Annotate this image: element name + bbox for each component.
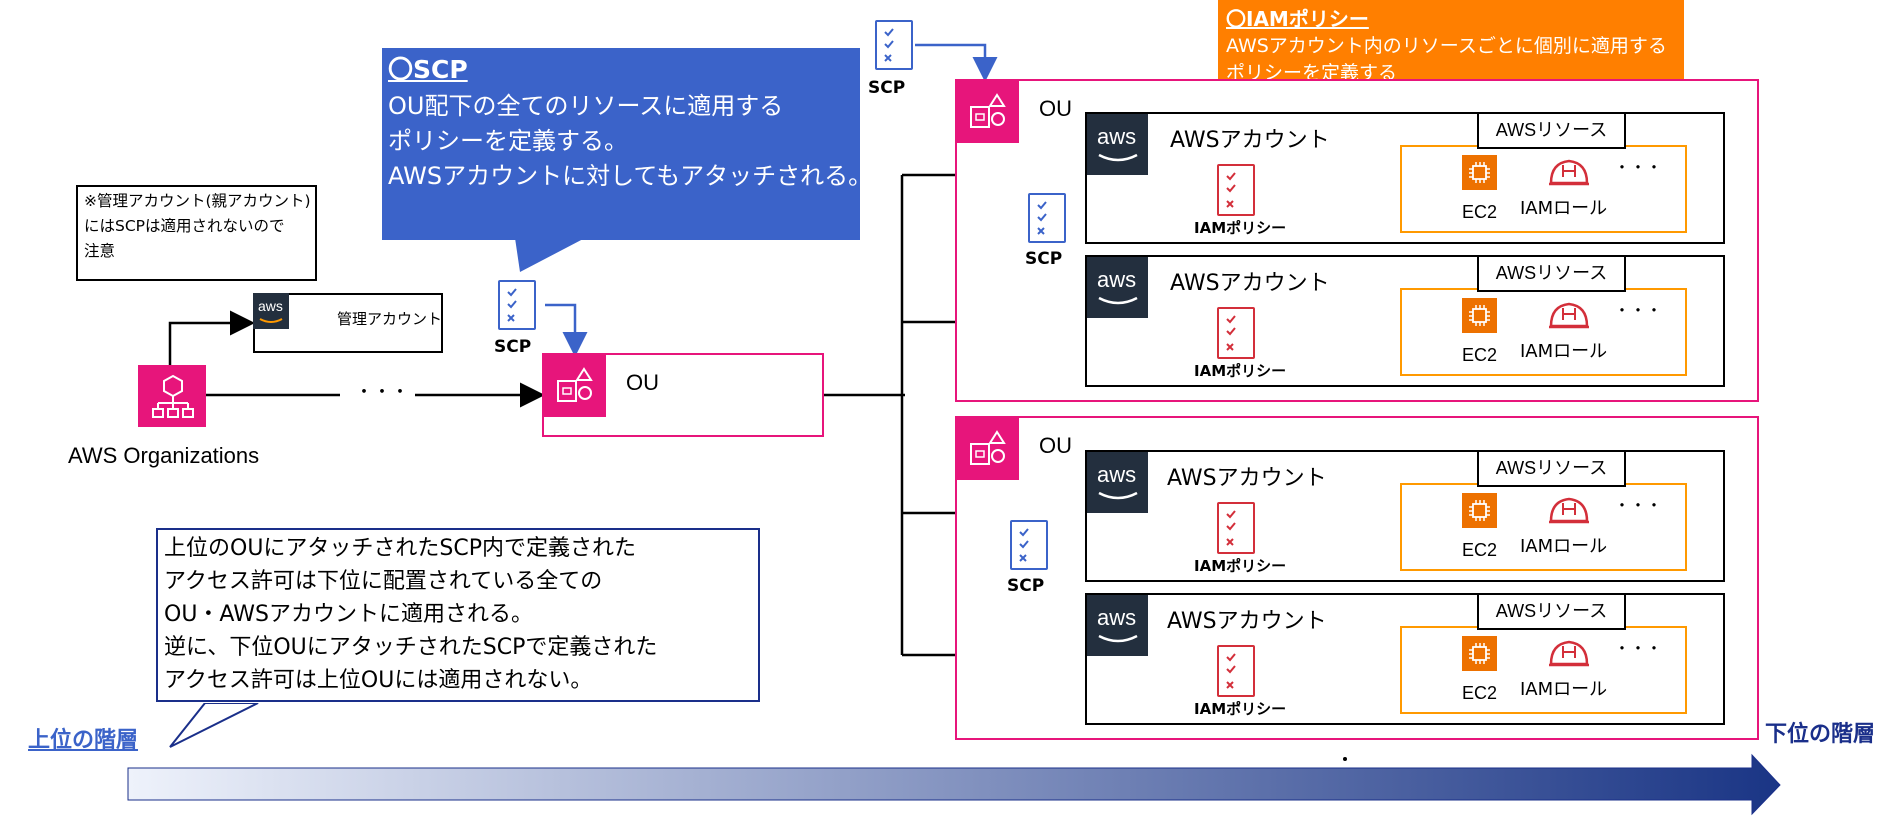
- aws-account-label: AWSアカウント: [1167, 466, 1327, 491]
- ec2-label: EC2: [1462, 683, 1498, 703]
- ou-label-left: OU: [626, 370, 659, 395]
- ec2-chip-icon: [1462, 298, 1497, 333]
- hierarchy-note-line-5: アクセス許可は上位OUには適用されない。: [164, 668, 593, 693]
- iam-policy-document-icon[interactable]: [1217, 307, 1255, 359]
- aws-resources-title: AWSリソース: [1477, 593, 1626, 630]
- iam-callout-line-2: ポリシーを定義する: [1226, 62, 1398, 84]
- scp-document-icon[interactable]: [1028, 193, 1066, 243]
- scp-callout-line-3: AWSアカウントに対してもアタッチされる。: [388, 162, 873, 190]
- aws-logo-icon: aws: [1087, 452, 1148, 513]
- scp-label-ou2: SCP: [1007, 576, 1045, 596]
- hierarchy-note-box: 上位のOUにアタッチされたSCP内で定義された アクセス許可は下位に配置されてい…: [156, 528, 760, 702]
- more-resources: ・・・: [1614, 496, 1663, 515]
- iam-policy-label: IAMポリシー: [1194, 700, 1287, 718]
- hierarchy-note-line-2: アクセス許可は下位に配置されている全ての: [164, 569, 603, 594]
- aws-resources-title: AWSリソース: [1477, 112, 1626, 149]
- scp-label-top: SCP: [868, 78, 906, 98]
- iam-policy-document-icon[interactable]: [1217, 502, 1255, 554]
- ellipsis-org-to-ou: ・・・: [355, 382, 409, 403]
- aws-logo-icon: aws: [253, 293, 289, 329]
- aws-account-box[interactable]: aws AWSアカウント IAMポリシー ・・・ EC2 IAMロール AWSリ…: [1085, 593, 1725, 725]
- iam-role-helmet-icon: [1549, 159, 1589, 186]
- scp-callout-line-2: ポリシーを定義する。: [388, 127, 628, 155]
- aws-resources-box[interactable]: ・・・ EC2 IAMロール: [1400, 483, 1687, 571]
- iam-policy-label: IAMポリシー: [1194, 219, 1287, 237]
- ou-icon: [957, 81, 1019, 143]
- aws-resources-box[interactable]: ・・・ EC2 IAMロール: [1400, 145, 1687, 233]
- aws-account-box[interactable]: aws AWSアカウント IAMポリシー ・・・ EC2 IAMロール AWSリ…: [1085, 255, 1725, 387]
- mgmt-note-bubble: ※管理アカウント(親アカウント) にはSCPは適用されないので 注意: [76, 185, 317, 281]
- aws-resources-box[interactable]: ・・・ EC2 IAMロール: [1400, 626, 1687, 714]
- ec2-label: EC2: [1462, 540, 1498, 560]
- management-account-box[interactable]: aws 管理アカウント: [253, 293, 443, 353]
- aws-organizations-icon[interactable]: [138, 365, 206, 427]
- aws-account-label: AWSアカウント: [1170, 128, 1330, 153]
- scp-document-icon[interactable]: [498, 280, 536, 330]
- ec2-chip-icon: [1462, 155, 1497, 190]
- iam-role-helmet-icon: [1549, 497, 1589, 524]
- management-account-label: 管理アカウント: [337, 310, 443, 328]
- iam-policy-label: IAMポリシー: [1194, 362, 1287, 380]
- iam-role-label: IAMロール: [1520, 198, 1608, 219]
- ec2-label: EC2: [1462, 202, 1498, 222]
- aws-logo-icon: aws: [1087, 595, 1148, 656]
- scp-label-left: SCP: [494, 337, 532, 357]
- ec2-chip-icon: [1462, 493, 1497, 528]
- mgmt-note-line-1: ※管理アカウント(親アカウント): [84, 192, 311, 210]
- iam-role-label: IAMロール: [1520, 341, 1608, 362]
- aws-logo-icon: aws: [1087, 114, 1148, 175]
- ou-icon: [957, 418, 1019, 480]
- hierarchy-note-line-4: 逆に、下位OUにアタッチされたSCPで定義された: [164, 635, 658, 660]
- upper-level-label: 上位の階層: [28, 728, 139, 753]
- aws-organizations-label: AWS Organizations: [68, 443, 260, 468]
- ou-box-left[interactable]: OU: [542, 353, 824, 437]
- aws-resources-title: AWSリソース: [1477, 255, 1626, 292]
- aws-account-label: AWSアカウント: [1167, 609, 1327, 634]
- iam-callout-line-1: AWSアカウント内のリソースごとに個別に適用する: [1226, 35, 1667, 57]
- ec2-chip-icon: [1462, 636, 1497, 671]
- iam-policy-document-icon[interactable]: [1217, 645, 1255, 697]
- aws-resources-title: AWSリソース: [1477, 450, 1626, 487]
- mgmt-note-line-3: 注意: [84, 242, 116, 260]
- iam-policy-label: IAMポリシー: [1194, 557, 1287, 575]
- scp-label-ou1: SCP: [1025, 249, 1063, 269]
- aws-account-box[interactable]: aws AWSアカウント IAMポリシー ・・・ EC2 IAMロール AWSリ…: [1085, 112, 1725, 244]
- iam-role-label: IAMロール: [1520, 536, 1608, 557]
- scp-document-icon[interactable]: [875, 20, 913, 70]
- ou-label-bottom: OU: [1039, 433, 1072, 458]
- aws-account-label: AWSアカウント: [1170, 271, 1330, 296]
- more-resources: ・・・: [1614, 158, 1663, 177]
- iam-role-label: IAMロール: [1520, 679, 1608, 700]
- iam-policy-document-icon[interactable]: [1217, 164, 1255, 216]
- ou-label-top: OU: [1039, 96, 1072, 121]
- mgmt-note-line-2: にはSCPは適用されないので: [84, 217, 285, 235]
- iam-role-helmet-icon: [1549, 302, 1589, 329]
- iam-role-helmet-icon: [1549, 640, 1589, 667]
- iam-callout-title: 〇IAMポリシー: [1226, 7, 1369, 31]
- aws-logo-icon: aws: [1087, 257, 1148, 318]
- ec2-label: EC2: [1462, 345, 1498, 365]
- aws-account-box[interactable]: aws AWSアカウント IAMポリシー ・・・ EC2 IAMロール AWSリ…: [1085, 450, 1725, 582]
- scp-document-icon[interactable]: [1010, 520, 1048, 570]
- aws-resources-box[interactable]: ・・・ EC2 IAMロール: [1400, 288, 1687, 376]
- ou-icon: [544, 355, 606, 417]
- scp-callout: 〇SCP OU配下の全てのリソースに適用する ポリシーを定義する。 AWSアカウ…: [382, 48, 872, 240]
- scp-callout-title: 〇SCP: [388, 55, 468, 84]
- hierarchy-note-line-3: OU・AWSアカウントに適用される。: [164, 602, 533, 627]
- more-resources: ・・・: [1614, 639, 1663, 658]
- more-resources: ・・・: [1614, 301, 1663, 320]
- lower-level-label: 下位の階層: [1765, 722, 1876, 747]
- scp-callout-line-1: OU配下の全てのリソースに適用する: [388, 92, 784, 120]
- hierarchy-note-line-1: 上位のOUにアタッチされたSCP内で定義された: [164, 536, 637, 561]
